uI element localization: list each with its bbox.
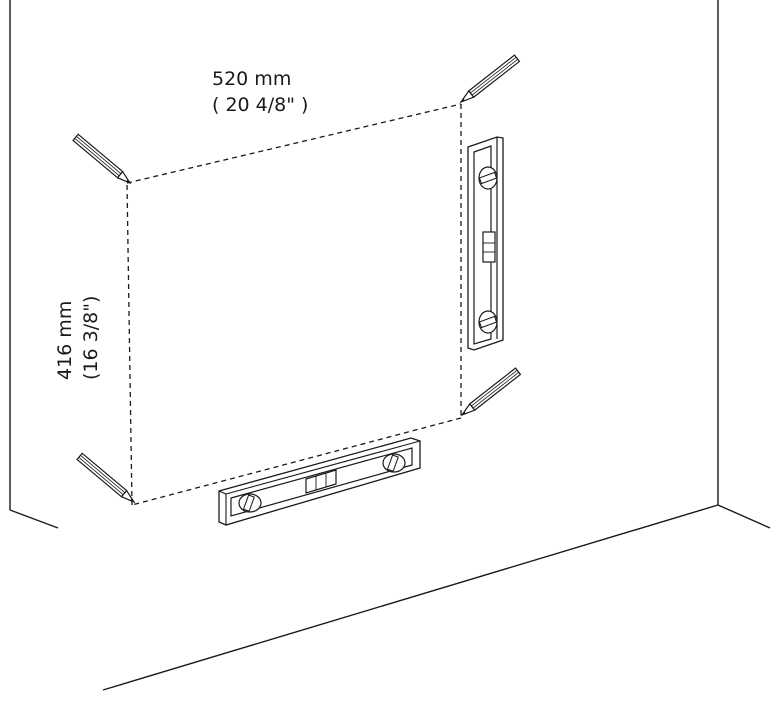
- height-dimension-label: 416 mm (16 3/8"): [52, 296, 104, 380]
- height-metric: 416 mm: [54, 300, 76, 380]
- floor-front-edge: [102, 504, 719, 691]
- pencil-icon: [76, 452, 138, 506]
- pencil-icon: [458, 367, 522, 419]
- floor-right-edge: [717, 504, 771, 529]
- width-dimension-label: 520 mm ( 20 4/8" ): [212, 66, 308, 118]
- marking-top-edge: [126, 103, 462, 184]
- floor-left-edge: [9, 509, 59, 529]
- pencil-icon: [72, 133, 134, 187]
- room-edges: [9, 0, 771, 691]
- marking-outline: [126, 103, 462, 506]
- height-imperial: (16 3/8"): [80, 295, 102, 380]
- width-metric: 520 mm: [212, 68, 292, 90]
- spirit-level-icon: [467, 136, 504, 351]
- width-imperial: ( 20 4/8" ): [212, 94, 309, 116]
- pencil-icon: [457, 54, 521, 106]
- spirit-level-icon: [218, 437, 421, 526]
- marking-left-edge: [126, 182, 133, 506]
- marking-bottom-edge: [131, 417, 462, 506]
